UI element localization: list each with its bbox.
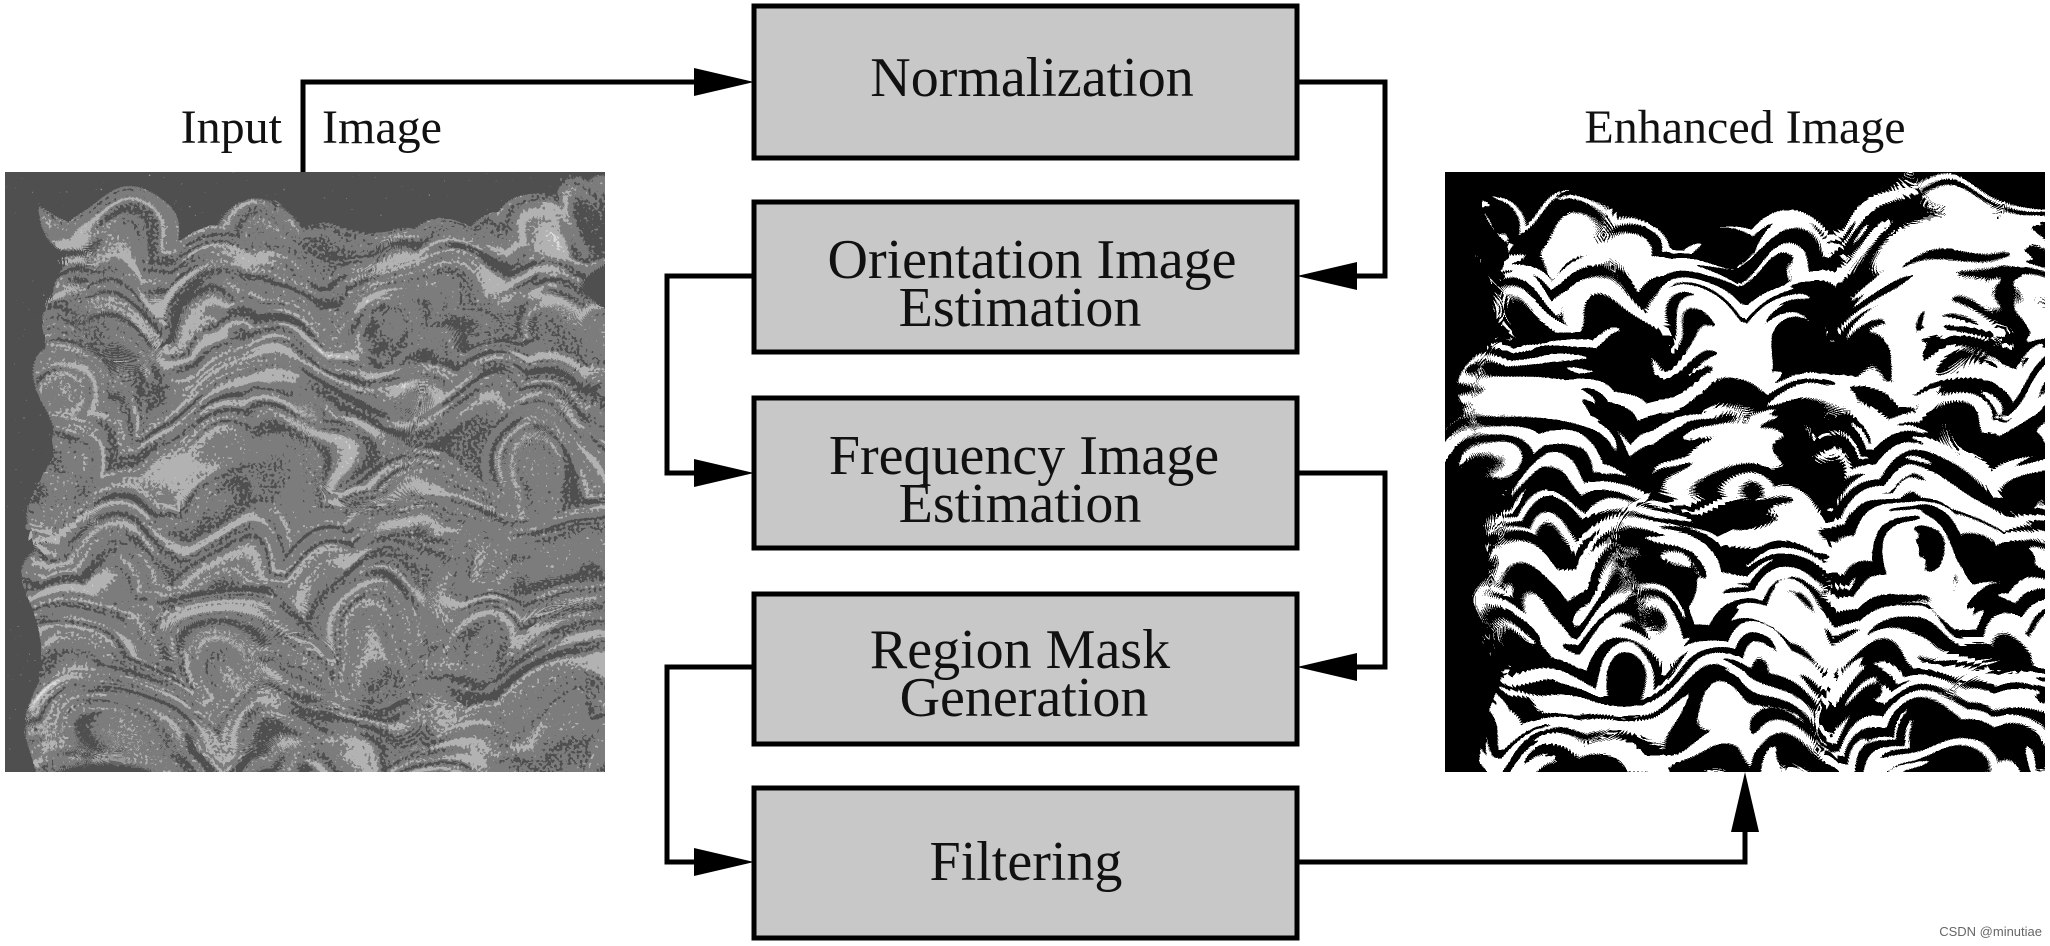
connector-regionmask-to-filtering (664, 664, 754, 865)
step-label-line: Normalization (870, 47, 1193, 109)
step-box (751, 591, 1300, 747)
step-label-line: Region Mask (870, 619, 1170, 681)
step-box (751, 395, 1300, 551)
input-label-left: Input (181, 101, 283, 154)
step-box (751, 785, 1300, 941)
arrowhead-filtering (694, 848, 754, 876)
connector-orientation-to-frequency (664, 273, 754, 476)
connector-input-to-normalization (300, 79, 706, 172)
step-box (751, 199, 1300, 355)
connectors (300, 68, 1759, 876)
step-label-line: Estimation (899, 277, 1142, 339)
connector-frequency-to-regionmask (1297, 470, 1388, 670)
step-box (751, 3, 1300, 161)
arrowhead-orientation (1297, 262, 1357, 290)
arrowhead-output (1731, 772, 1759, 832)
step-label-line: Estimation (899, 473, 1142, 535)
output-label: Enhanced Image (1584, 101, 1905, 154)
arrowhead-regionmask (1297, 653, 1357, 681)
step-label-line: Frequency Image (829, 425, 1219, 487)
input-label-right: Image (322, 101, 442, 154)
arrowhead-frequency (694, 459, 754, 487)
step-orientation-estimation: Orientation Image Estimation (751, 199, 1300, 355)
arrowhead-normalization (694, 68, 754, 96)
step-filtering: Filtering (751, 785, 1300, 941)
watermark: CSDN @minutiae (1939, 924, 2042, 939)
connector-filtering-to-output (1297, 820, 1748, 865)
step-label-line: Generation (900, 667, 1149, 729)
step-normalization: Normalization (751, 3, 1300, 161)
connector-normalization-to-orientation (1297, 79, 1388, 279)
step-region-mask-generation: Region Mask Generation (751, 591, 1300, 747)
step-frequency-estimation: Frequency Image Estimation (751, 395, 1300, 551)
step-label-line: Orientation Image (828, 229, 1237, 291)
enhanced-fingerprint-image (1445, 172, 2045, 772)
input-fingerprint-image (5, 172, 605, 772)
step-label-line: Filtering (930, 831, 1123, 893)
